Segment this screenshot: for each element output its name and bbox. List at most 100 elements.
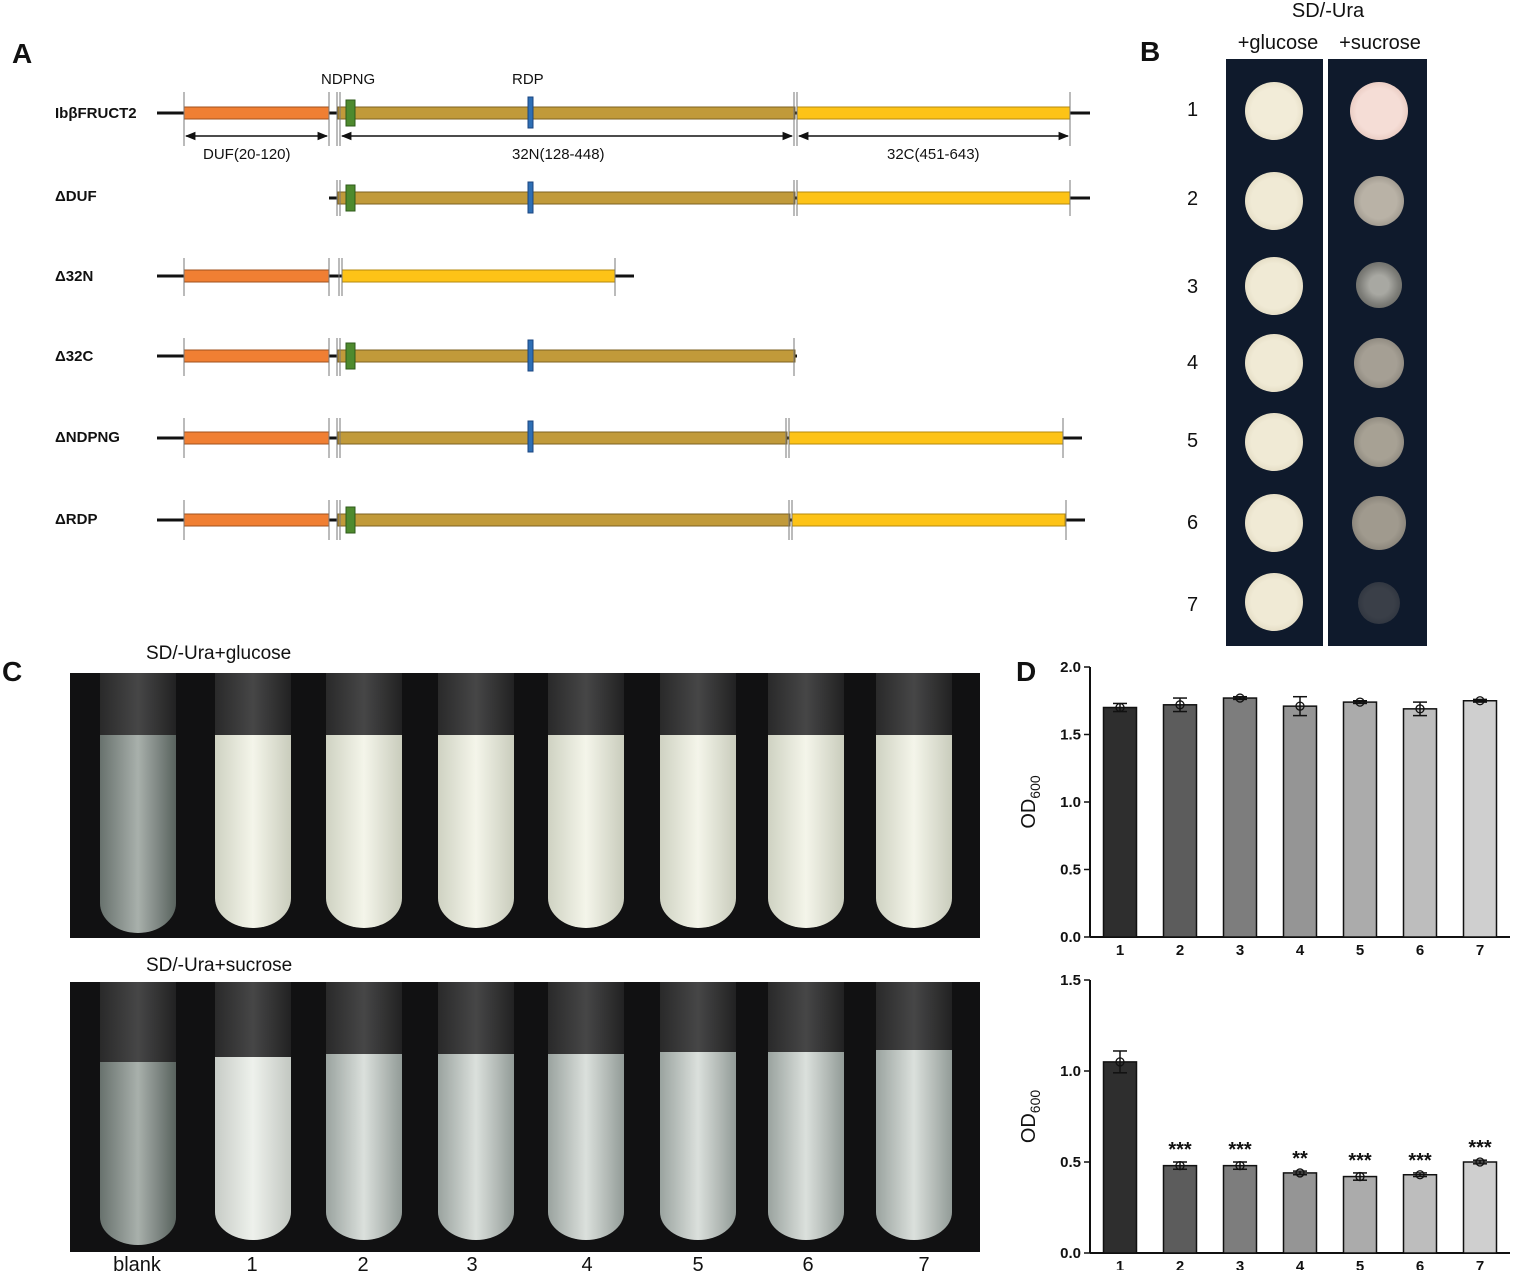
x-tick-label: 4 xyxy=(1296,942,1305,959)
plate-col-sucrose: +sucrose xyxy=(1339,32,1421,54)
x-tick-label: 2 xyxy=(1176,942,1184,959)
tubes-sucrose-drawing xyxy=(100,982,952,1245)
colony-sucrose-5 xyxy=(1354,417,1404,467)
x-tick-label: 1 xyxy=(1116,1258,1124,1270)
y-axis-label: OD600 xyxy=(1018,775,1043,829)
colony-sucrose-6 xyxy=(1352,496,1406,550)
y-tick-label: 1.0 xyxy=(1060,794,1081,811)
data-point xyxy=(1175,700,1185,710)
data-point xyxy=(1115,1057,1125,1067)
bar xyxy=(1282,1172,1318,1254)
ndpng-motif-label: NDPNG xyxy=(321,71,376,88)
tube-label-1: 1 xyxy=(246,1254,258,1276)
tube-caption-sucrose: SD/-Ura+sucrose xyxy=(146,955,293,976)
y-tick-label: 1.0 xyxy=(1060,1063,1081,1080)
panel-label-c: C xyxy=(2,656,23,687)
bar xyxy=(1342,701,1378,938)
construct-label-32c: Δ32C xyxy=(55,348,94,365)
significance-label: *** xyxy=(1468,1137,1492,1159)
significance-label: ** xyxy=(1292,1148,1308,1170)
colony-glucose-3 xyxy=(1245,257,1303,315)
plate-medium-title: SD/-Ura xyxy=(1291,0,1365,22)
construct-label-rdp: ΔRDP xyxy=(55,511,98,528)
domain-diagram xyxy=(157,92,1090,540)
tubes-glucose-drawing xyxy=(100,673,952,933)
tubes-glucose-photo xyxy=(70,673,980,938)
bar xyxy=(1342,1175,1378,1254)
plate-row-6: 6 xyxy=(1187,512,1199,534)
x-tick-label: 7 xyxy=(1476,942,1484,959)
x-tick-label: 4 xyxy=(1296,1258,1305,1270)
plate-row-7: 7 xyxy=(1187,594,1199,616)
bar xyxy=(1162,1164,1198,1254)
x-tick-label: 7 xyxy=(1476,1258,1484,1270)
colony-glucose-5 xyxy=(1245,413,1303,471)
colony-glucose-6 xyxy=(1245,494,1303,552)
panel-label-b: B xyxy=(1140,36,1161,67)
tube-label-6: 6 xyxy=(802,1254,814,1276)
data-point xyxy=(1235,693,1245,703)
data-point xyxy=(1295,701,1305,711)
tube-label-7: 7 xyxy=(918,1254,930,1276)
significance-label: *** xyxy=(1348,1150,1372,1172)
colony-sucrose-1 xyxy=(1350,82,1408,140)
y-tick-label: 0.0 xyxy=(1060,1245,1081,1262)
colony-sucrose-2 xyxy=(1354,176,1404,226)
tube-label-blank: blank xyxy=(113,1254,161,1276)
x-tick-label: 1 xyxy=(1116,942,1124,959)
x-tick-label: 3 xyxy=(1236,942,1244,959)
y-tick-label: 0.5 xyxy=(1060,862,1081,879)
data-point xyxy=(1415,1170,1425,1180)
bar xyxy=(1222,1164,1258,1254)
y-tick-label: 0.0 xyxy=(1060,929,1081,946)
bar xyxy=(1102,1061,1138,1254)
data-point xyxy=(1295,1168,1305,1178)
construct-label-32n: Δ32N xyxy=(55,268,94,285)
bar xyxy=(1402,1173,1438,1254)
data-point xyxy=(1475,1157,1485,1167)
y-axis-label: OD600 xyxy=(1018,1090,1043,1144)
x-tick-label: 3 xyxy=(1236,1258,1244,1270)
bar xyxy=(1402,708,1438,938)
x-tick-label: 5 xyxy=(1356,942,1364,959)
tubes-sucrose-photo xyxy=(70,982,980,1252)
data-point xyxy=(1175,1160,1185,1171)
x-tick-label: 5 xyxy=(1356,1258,1364,1270)
data-point xyxy=(1355,697,1365,707)
significance-label: *** xyxy=(1168,1139,1192,1161)
bar xyxy=(1102,706,1138,938)
panel-label-a: A xyxy=(12,38,33,69)
colony-glucose-2 xyxy=(1245,172,1303,230)
data-point xyxy=(1235,1160,1245,1171)
colony-sucrose-3 xyxy=(1356,262,1402,308)
bar xyxy=(1462,700,1498,938)
bar xyxy=(1162,704,1198,938)
rdp-motif-label: RDP xyxy=(512,71,544,88)
significance-label: *** xyxy=(1228,1139,1252,1161)
32n-range-label: 32N(128-448) xyxy=(512,146,605,163)
plate-row-2: 2 xyxy=(1187,188,1199,210)
plate-row-5: 5 xyxy=(1187,430,1199,452)
bar xyxy=(1222,697,1258,938)
plate-col-glucose: +glucose xyxy=(1237,32,1319,54)
plate-row-4: 4 xyxy=(1187,352,1199,374)
y-tick-label: 0.5 xyxy=(1060,1154,1081,1171)
colony-glucose-4 xyxy=(1245,334,1303,392)
plate-row-3: 3 xyxy=(1187,276,1199,298)
data-point xyxy=(1475,696,1485,706)
colony-glucose-7 xyxy=(1245,573,1303,631)
data-point xyxy=(1355,1171,1365,1182)
32c-range-label: 32C(451-643) xyxy=(887,146,980,163)
data-point xyxy=(1415,704,1425,714)
panel-label-d: D xyxy=(1016,656,1037,687)
y-tick-label: 2.0 xyxy=(1060,659,1081,676)
tube-label-4: 4 xyxy=(581,1254,593,1276)
y-tick-label: 1.5 xyxy=(1060,727,1081,744)
significance-label: *** xyxy=(1408,1150,1432,1172)
tube-label-5: 5 xyxy=(692,1254,704,1276)
x-tick-label: 6 xyxy=(1416,1258,1424,1270)
construct-label-ndpng: ΔNDPNG xyxy=(55,429,120,446)
x-tick-label: 2 xyxy=(1176,1258,1184,1270)
